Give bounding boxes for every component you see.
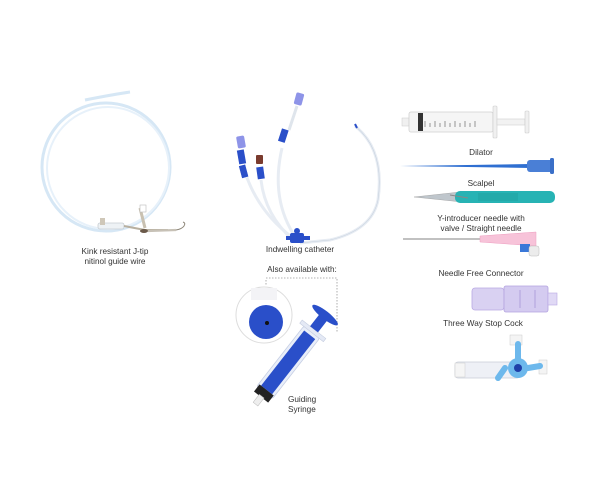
introducer-needle-image <box>403 231 540 257</box>
introducer-needle-label-line1: Y-introducer needle with <box>437 214 525 223</box>
guide-wire-image <box>40 90 186 233</box>
introducer-needle-label: Y-introducer needle with valve / Straigh… <box>421 214 541 234</box>
scalpel-label: Scalpel <box>467 179 495 188</box>
guiding-syringe-label-line1: Guiding <box>288 395 317 404</box>
dilator-image <box>400 158 554 174</box>
guide-wire-label-line2: nitinol guide wire <box>84 257 146 266</box>
stopcock-label: Three Way Stop Cock <box>443 319 523 328</box>
guiding-syringe-label: Guiding Syringe <box>288 395 348 415</box>
introducer-needle-label-line2: valve / Straight needle <box>440 224 522 233</box>
also-available-label: Also available with: <box>267 265 337 274</box>
guide-wire-label-line1: Kink resistant J-tip <box>81 247 149 256</box>
guiding-syringe-label-line2: Syringe <box>288 405 316 414</box>
guide-wire-label: Kink resistant J-tip nitinol guide wire <box>70 247 160 267</box>
also-available-bracket <box>235 277 338 344</box>
stopcock-image <box>454 334 548 381</box>
dilator-label: Dilator <box>469 148 493 157</box>
scalpel-image <box>413 191 555 203</box>
needle-free-connector-label: Needle Free Connector <box>438 269 524 278</box>
guiding-syringe-image <box>252 304 338 407</box>
syringe-image <box>401 105 530 139</box>
catheter-label: Indwelling catheter <box>265 245 335 254</box>
needle-free-connector-image <box>471 285 558 313</box>
catheter-image <box>236 92 381 245</box>
